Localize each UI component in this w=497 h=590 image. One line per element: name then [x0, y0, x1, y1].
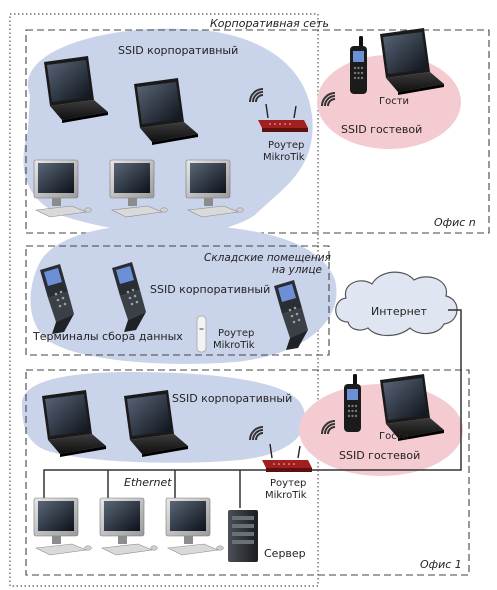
satellite-phone-icon [350, 36, 367, 94]
desktop-icon [165, 497, 224, 556]
office-n-ssid-corporate: SSID корпоративный [118, 44, 238, 57]
office-n: SSID корпоративный Роутер MikroTik Гости… [23, 28, 490, 234]
desktop-icon [33, 497, 92, 556]
outdoor-router-icon [196, 315, 207, 353]
office-1-router-model: MikroTik [265, 490, 307, 501]
warehouse-label-line2: на улице [272, 264, 322, 276]
office-1-label: Офис 1 [420, 558, 462, 571]
office-n-router-label: Роутер [268, 140, 304, 151]
office-n-router-model: MikroTik [263, 152, 305, 163]
desktop-icon [99, 497, 158, 556]
office-1-router-label: Роутер [270, 478, 306, 489]
corporate-network-label: Корпоративная сеть [210, 17, 329, 30]
office-1-boundary [25, 369, 470, 576]
warehouse-boundary [25, 245, 330, 356]
internet-label: Интернет [371, 305, 428, 318]
office-1: SSID корпоративный Гости SSID гостевой E… [21, 309, 470, 576]
office-1-ssid-corporate: SSID корпоративный [172, 392, 292, 405]
ethernet-label: Ethernet [124, 476, 172, 489]
internet-cloud: Интернет [335, 271, 458, 337]
satellite-phone-icon [344, 374, 361, 432]
server-label: Сервер [264, 547, 306, 560]
office-n-label: Офис n [434, 216, 476, 229]
server-icon [228, 510, 258, 562]
warehouse-label: Складские помещения [204, 252, 331, 264]
warehouse-router-model: MikroTik [213, 340, 255, 351]
office-n-guests-label: Гости [379, 96, 409, 107]
office-1-guests-label: Гости [379, 431, 409, 442]
warehouse: Складские помещения на улице SSID корпор… [25, 223, 337, 364]
ethernet-wiring [43, 309, 462, 508]
corporate-zone-warehouse [30, 223, 337, 364]
office-1-ssid-guest: SSID гостевой [339, 449, 420, 462]
warehouse-router-label: Роутер [218, 328, 254, 339]
warehouse-terminals-label: Терминалы сбора данных [32, 330, 183, 343]
office-n-ssid-guest: SSID гостевой [341, 123, 422, 136]
warehouse-ssid-corporate: SSID корпоративный [150, 283, 270, 296]
